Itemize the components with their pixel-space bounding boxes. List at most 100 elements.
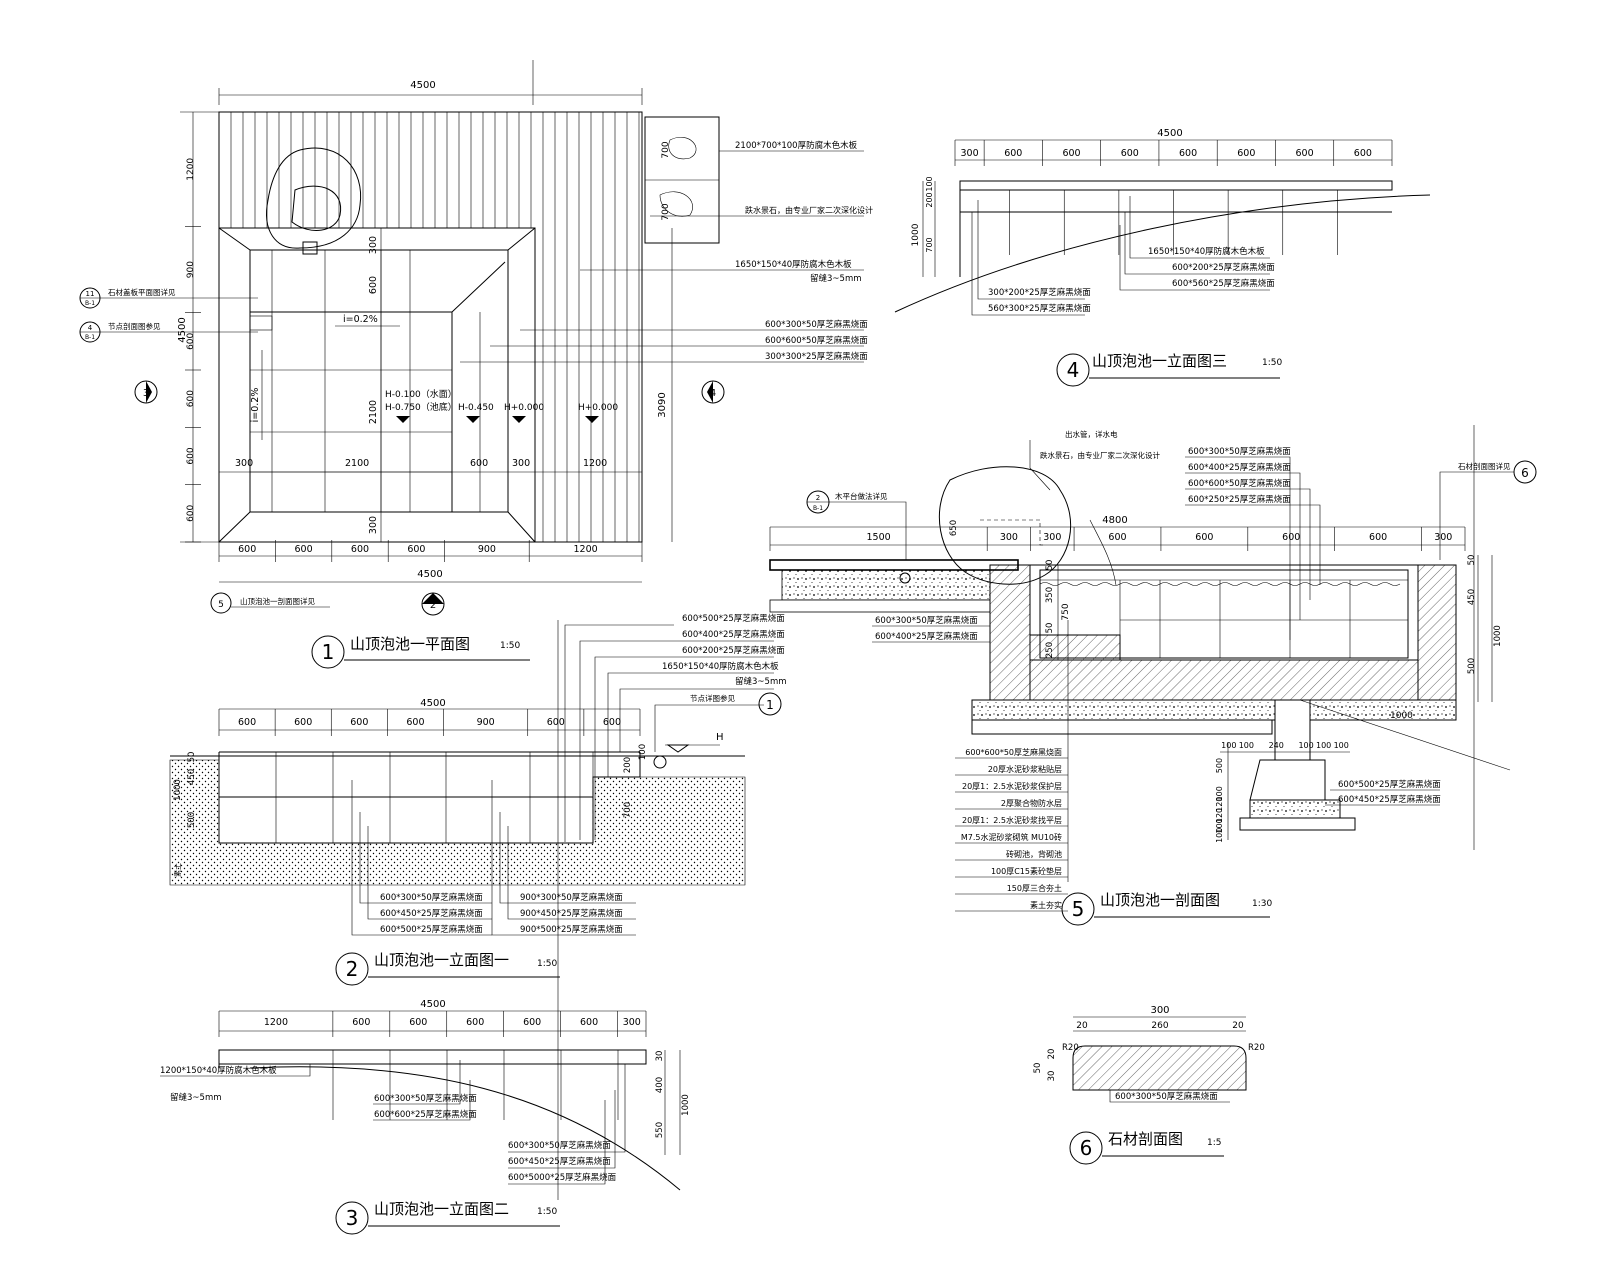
elev1-dim-right-2: 100 <box>638 744 648 760</box>
elev3-title-index: 4 <box>1067 358 1080 382</box>
plan-bottom-note: 山顶泡池一剖面图详见 <box>240 596 315 606</box>
sec-pool-depth: 750 <box>1061 603 1071 620</box>
soil-fill <box>169 759 746 886</box>
plan-level-3: H-0.450 <box>458 403 494 413</box>
elev2-scale: 1:50 <box>537 1207 557 1217</box>
elev2-dim-4: 600 <box>466 1017 484 1028</box>
section-layer-10: 素土夯实 <box>1030 900 1062 910</box>
elev3-dim-left-1: 100 <box>925 176 934 191</box>
plan-callout-2: 跌水景石，由专业厂家二次深化设计 <box>745 205 873 215</box>
stone-dim-1: 20 <box>1076 1021 1088 1031</box>
elev2-callout-5: 600*300*50厚芝麻黑烧面 <box>508 1140 611 1151</box>
plan-inner-v-4: 300 <box>368 516 379 534</box>
stone-dim-left-3: 20 <box>1047 1049 1057 1060</box>
sec-foot-dim-6: 100 <box>1334 741 1349 750</box>
plan-dim-left-4: 600 <box>186 390 196 407</box>
sec-dim-right-3: 500 <box>1467 658 1477 674</box>
plan-dim-bottom-5: 900 <box>478 544 496 555</box>
section-layer-4: 2厚聚合物防水层 <box>1001 798 1062 808</box>
sec-foot-dim-5: 100 <box>1316 741 1331 750</box>
plan-title: 山顶泡池一平面图 <box>350 635 470 653</box>
plan-dim-left-total: 4500 <box>177 317 188 342</box>
sec-callout-mid-2: 600*400*25厚芝麻黑烧面 <box>875 631 978 642</box>
elev3-dim-7: 600 <box>1296 148 1314 159</box>
sec-dim-right-total: 1000 <box>1493 625 1503 647</box>
plan-callout-4: 留缝3~5mm <box>810 273 862 284</box>
elev2-callout-7: 600*5000*25厚芝麻黑烧面 <box>508 1172 617 1183</box>
plan-dim-bottom-total: 4500 <box>417 569 442 580</box>
elev1-callout-bl-3: 600*500*25厚芝麻黑烧面 <box>380 924 483 935</box>
section-layer-7: 砖砌池，背砌池 <box>1006 849 1062 859</box>
plan-dim-left-6: 600 <box>186 504 196 521</box>
elev3-scale: 1:50 <box>1262 358 1282 368</box>
elev2-title-index: 3 <box>346 1206 359 1230</box>
elev2-callout-1: 1200*150*40厚防腐木色木板 <box>160 1065 277 1076</box>
elev1-dim-left-2: 450 <box>187 769 197 785</box>
stone-profile <box>1072 1045 1247 1091</box>
elev1-dim-4: 600 <box>406 717 424 728</box>
stone-dim-left-2: 30 <box>1047 1071 1057 1082</box>
sec-callout-right-1: 600*500*25厚芝麻黑烧面 <box>1338 779 1441 790</box>
elev1-callout-bl-1: 600*300*50厚芝麻黑烧面 <box>380 892 483 903</box>
elev3-dim-left-2: 200 <box>925 192 934 207</box>
sec-right-ref-note: 石材剖面图详见 <box>1458 461 1511 471</box>
sec-left-ref-bottom: B-1 <box>813 505 823 512</box>
sec-right-ref: 6 <box>1521 466 1529 480</box>
elev1-dim-1: 600 <box>238 717 256 728</box>
sec-callout-top-2: 600*400*25厚芝麻黑烧面 <box>1188 462 1291 473</box>
sec-dim-2: 300 <box>1000 532 1018 543</box>
construction-layers-list: 600*600*50厚芝麻黑烧面20厚水泥砂浆粘贴层20厚1：2.5水泥砂浆保护… <box>955 747 1068 912</box>
plan-ref-1-top: 11 <box>86 290 95 298</box>
sec-title: 山顶泡池一剖面图 <box>1100 891 1220 909</box>
plan-slope-2: i=0.2% <box>250 388 261 423</box>
deck-board-lines <box>230 112 640 542</box>
elev1-dim-7: 600 <box>603 717 621 728</box>
plan-dim-left-1: 1200 <box>186 158 196 181</box>
elev1-dim-left-1: 50 <box>187 752 197 763</box>
elev1-dim-left-3: 500 <box>187 812 197 828</box>
elev1-callout-br-2: 900*450*25厚芝麻黑烧面 <box>520 908 623 919</box>
sec-dim-6: 600 <box>1282 532 1300 543</box>
plan-dim-left-2: 900 <box>186 261 196 278</box>
elev2-dim-right-3: 550 <box>655 1122 665 1138</box>
elev1-tile-lines <box>275 752 594 843</box>
sec-dim-5: 600 <box>1195 532 1213 543</box>
sec-pool-dim-1: 50 <box>1045 560 1055 571</box>
sec-pool-dim-3: 50 <box>1045 623 1055 634</box>
sec-foot-vdim-4: 120 <box>1215 808 1224 823</box>
plan-callout-6: 600*600*50厚芝麻黑烧面 <box>765 335 868 346</box>
plan-dim-left-5: 600 <box>186 447 196 464</box>
section-tile-lines <box>1159 580 1351 658</box>
elev2-callout-6: 600*450*25厚芝麻黑烧面 <box>508 1156 611 1167</box>
elev1-dim-right-3: 700 <box>623 802 633 818</box>
sec-top-note-2: 跌水景石，由专业厂家二次深化设计 <box>1040 450 1160 460</box>
sec-foot-vdim-6: 100 <box>1215 828 1224 843</box>
stone-section-view: 300 20 260 20 R20 R20 50 30 20 600*300*5… <box>1033 1005 1265 1165</box>
elev1-title: 山顶泡池一立面图一 <box>374 951 509 969</box>
plan-ref-2-bottom: B-1 <box>85 334 95 341</box>
plan-bottom-ref: 5 <box>218 600 224 610</box>
elev2-dim-3: 600 <box>409 1017 427 1028</box>
elev3-dim-1: 300 <box>960 148 978 159</box>
elev1-dim-3: 600 <box>350 717 368 728</box>
elev3-dim-top: 4500 <box>1157 128 1182 139</box>
plan-dim-bottom-1: 600 <box>238 544 256 555</box>
elev2-dim-right-2: 400 <box>655 1077 665 1093</box>
sec-foot-vdim-3: 120 <box>1215 797 1224 812</box>
plan-section-mark-2: 2 <box>430 600 436 611</box>
elev1-callout-ref: 1 <box>766 698 774 712</box>
sec-callout-right-2: 600*450*25厚芝麻黑烧面 <box>1338 794 1441 805</box>
elev2-callout-4: 600*600*25厚芝麻黑烧面 <box>374 1109 477 1120</box>
sec-dim-right-2: 450 <box>1467 589 1477 605</box>
elev3-dim-8: 600 <box>1354 148 1372 159</box>
stone-callout: 600*300*50厚芝麻黑烧面 <box>1115 1091 1218 1102</box>
elev1-callout-4: 1650*150*40厚防腐木色木板 <box>662 661 779 672</box>
elev1-ground-label: 素土 <box>173 863 182 877</box>
plan-level-5: H+0.000 <box>578 403 618 413</box>
section-layer-9: 150厚三合夯土 <box>1007 883 1062 893</box>
sec-callout-mid-1: 600*300*50厚芝麻黑烧面 <box>875 615 978 626</box>
